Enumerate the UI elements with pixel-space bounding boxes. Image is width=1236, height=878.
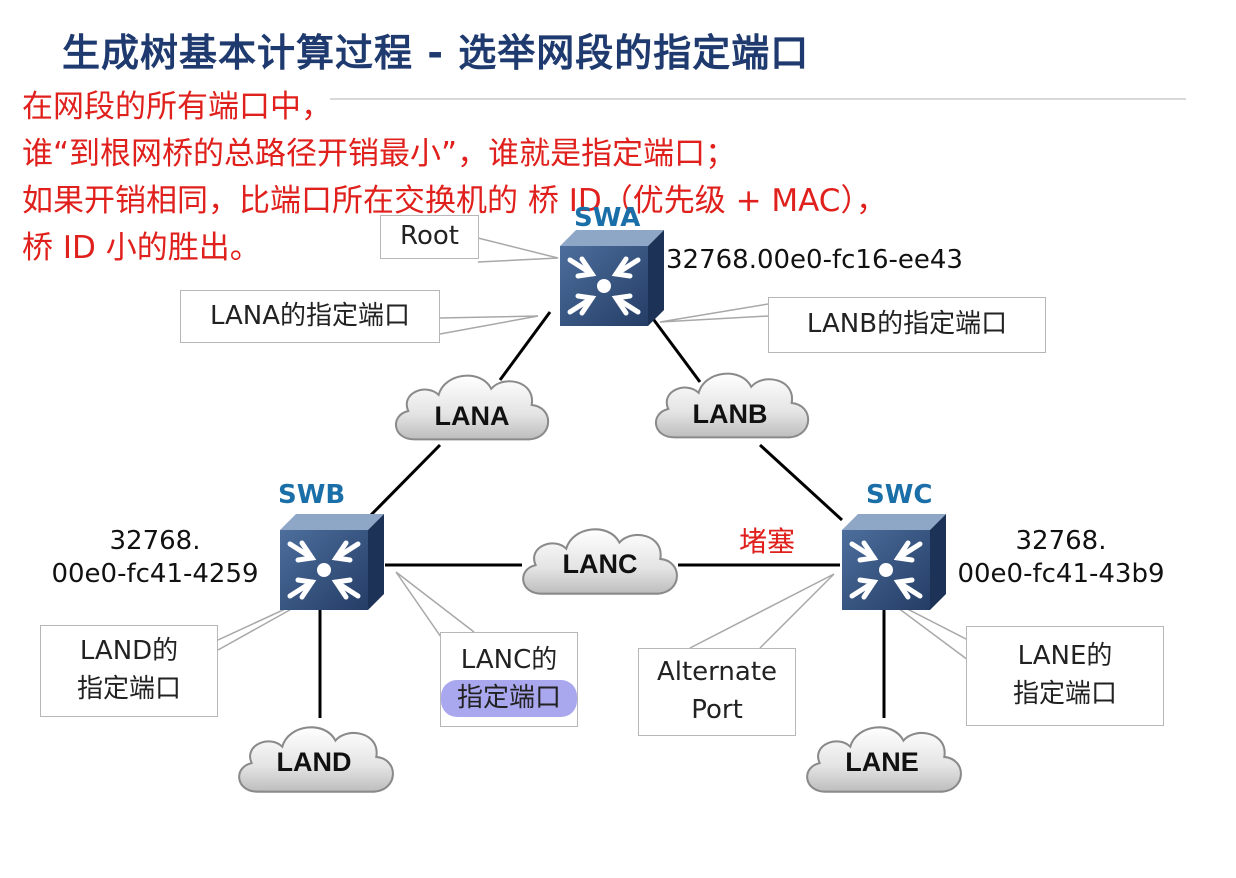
root-callout-text: Root — [400, 221, 459, 252]
rule-line-1: 在网段的所有端口中， — [22, 89, 332, 125]
links — [318, 311, 886, 718]
rule-line-2: 谁“到根网桥的总路径开销最小”，谁就是指定端口； — [22, 136, 737, 172]
swc-bridge-id-line2: 00e0-fc41-43b9 — [957, 559, 1165, 589]
lanb-designated-text: LANB的指定端口 — [806, 309, 1008, 340]
title-divider — [330, 98, 1186, 100]
alternate-line1: Alternate — [656, 657, 778, 688]
land-label: LAND — [277, 747, 352, 777]
root-leader — [477, 237, 559, 263]
swc-bridge-id: 32768. 00e0-fc41-43b9 — [950, 525, 1172, 591]
lanc-designated-leader — [395, 571, 475, 651]
lanb-designated-callout: LANB的指定端口 — [768, 297, 1046, 353]
swc-name: SWC — [866, 480, 933, 510]
blocked-port-label: 堵塞 — [739, 525, 796, 558]
swa-name: SWA — [574, 203, 641, 233]
lana-designated-leader — [439, 315, 539, 335]
lanb-label: LANB — [693, 399, 768, 429]
lane-designated-callout: LANE的 指定端口 — [966, 626, 1164, 726]
lanc-callout-line1: LANC的 — [460, 644, 558, 675]
rule-line-3: 如果开销相同，比端口所在交换机的 桥 ID（优先级 + MAC）， — [22, 183, 887, 219]
lanc-designated-callout: LANC的 指定端口 — [440, 632, 578, 727]
swb-bridge-id: 32768. 00e0-fc41-4259 — [44, 525, 266, 591]
swb-switch-icon — [280, 514, 384, 610]
link-lana-swb — [366, 443, 442, 520]
alternate-port-leader — [689, 573, 835, 649]
land-designated-callout: LAND的 指定端口 — [40, 625, 218, 717]
lane-callout-line2: 指定端口 — [1012, 679, 1117, 709]
swb-bridge-id-line2: 00e0-fc41-4259 — [51, 559, 259, 589]
lana-label: LANA — [435, 401, 510, 431]
lanc-callout-line2-highlight: 指定端口 — [441, 679, 577, 718]
lane-label: LANE — [845, 747, 919, 777]
page-title: 生成树基本计算过程 - 选举网段的指定端口 — [62, 31, 810, 75]
swb-bridge-id-line1: 32768. — [109, 526, 201, 556]
election-rules: 在网段的所有端口中， 谁“到根网桥的总路径开销最小”，谁就是指定端口； 如果开销… — [22, 84, 887, 272]
swc-switch-icon — [842, 514, 946, 610]
lana-designated-text: LANA的指定端口 — [209, 300, 411, 331]
land-callout-line1: LAND的 — [79, 636, 179, 667]
swc-bridge-id-line1: 32768. — [1015, 526, 1107, 556]
lanc-label: LANC — [563, 549, 638, 579]
link-swa-lana — [498, 311, 552, 381]
link-swa-lanb — [646, 311, 702, 383]
lana-designated-callout: LANA的指定端口 — [180, 290, 440, 343]
alternate-port-callout: Alternate Port — [638, 648, 796, 736]
lanb-designated-leader — [659, 303, 769, 323]
swa-bridge-id: 32768.00e0-fc16-ee43 — [666, 245, 963, 275]
rule-line-4: 桥 ID 小的胜出。 — [22, 230, 261, 266]
link-lanb-swc — [758, 443, 844, 522]
lane-callout-line1: LANE的 — [1017, 641, 1113, 672]
alternate-line2: Port — [691, 695, 743, 725]
swb-name: SWB — [278, 480, 346, 510]
root-callout: Root — [380, 215, 479, 259]
land-callout-line2: 指定端口 — [76, 674, 181, 704]
